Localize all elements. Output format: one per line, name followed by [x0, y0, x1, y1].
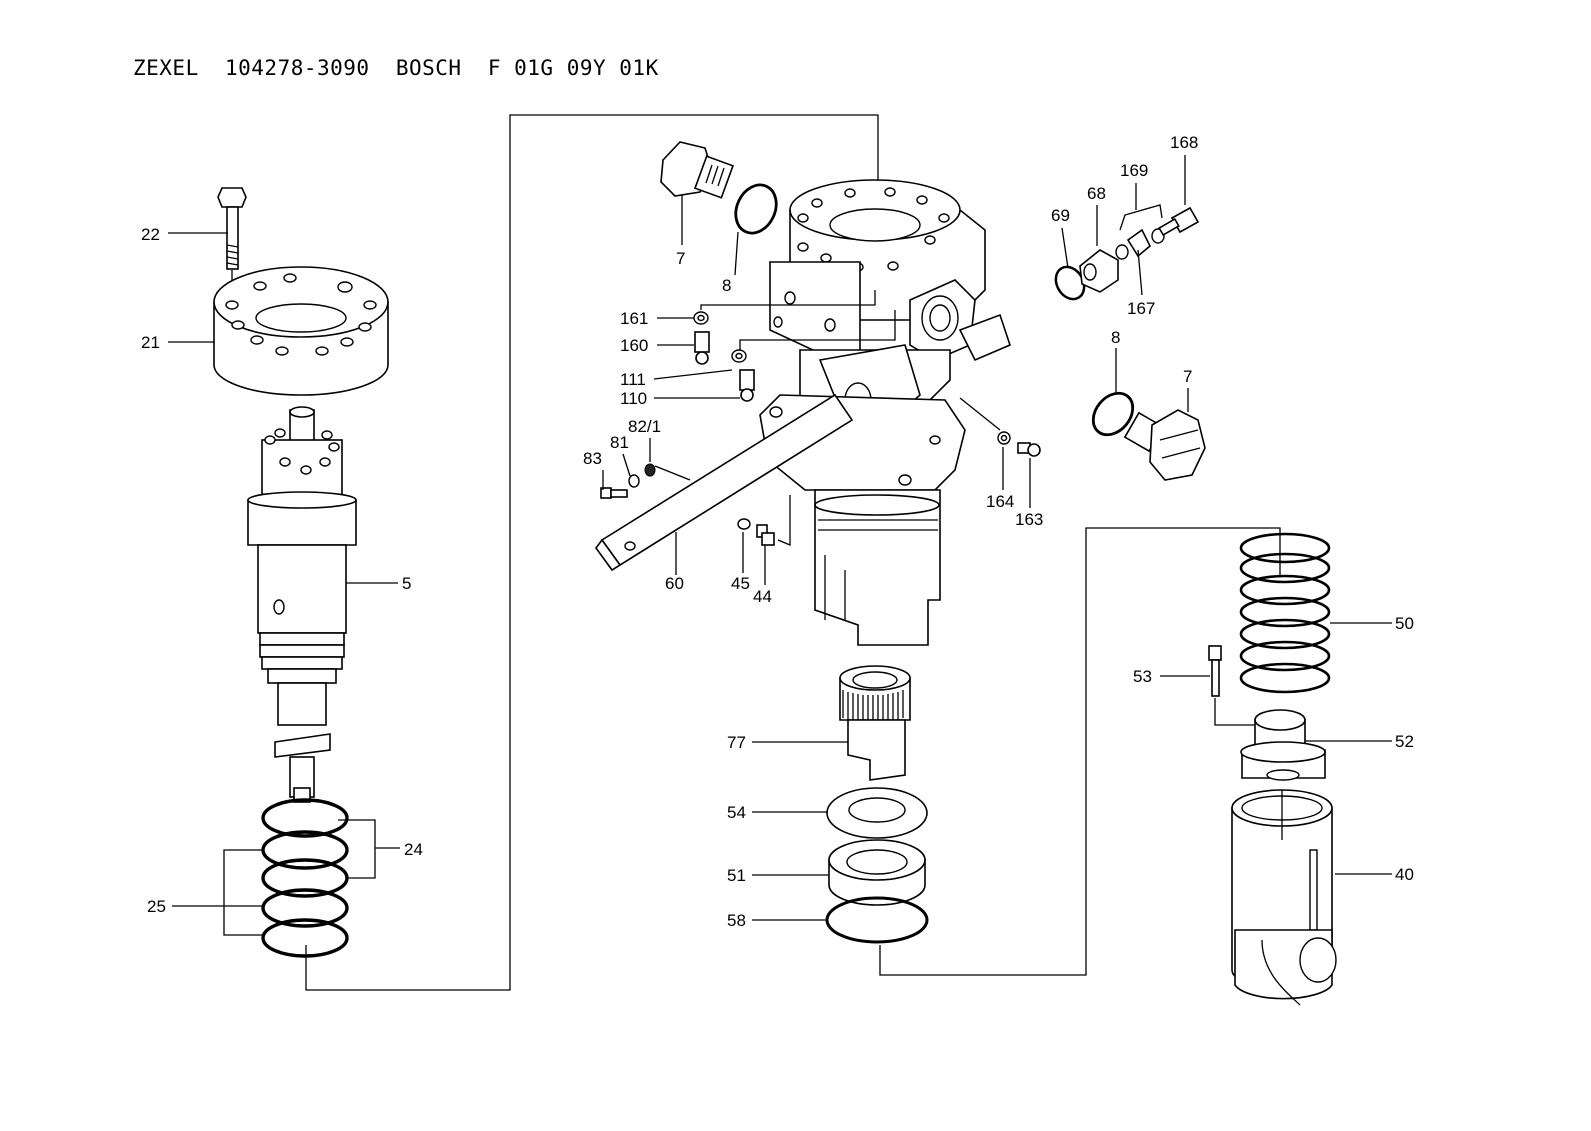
- control-rack-part-60: [595, 393, 854, 572]
- callout-7-lower: 7: [1183, 367, 1192, 386]
- callout-160: 160: [620, 336, 648, 355]
- callout-8-lower: 8: [1111, 328, 1120, 347]
- assembly-connector-lines: [305, 114, 1281, 991]
- callout-77: 77: [727, 733, 746, 752]
- tappet-part-40: [1231, 789, 1337, 1006]
- callout-51: 51: [727, 866, 746, 885]
- callout-5: 5: [402, 574, 411, 593]
- callout-52: 52: [1395, 732, 1414, 751]
- callout-24: 24: [404, 840, 423, 859]
- callout-50: 50: [1395, 614, 1414, 633]
- callout-40: 40: [1395, 865, 1414, 884]
- bolt-part-53: [1208, 645, 1268, 726]
- callout-169: 169: [1120, 161, 1148, 180]
- callout-161: 161: [620, 309, 648, 328]
- callout-44: 44: [753, 587, 772, 606]
- callout-25: 25: [147, 897, 166, 916]
- callout-22: 22: [141, 225, 160, 244]
- flange-part-21: [213, 266, 389, 396]
- callout-69: 69: [1051, 206, 1070, 225]
- screws-164-163: [959, 397, 1041, 457]
- page-title: ZEXEL 104278-3090 BOSCH F 01G 09Y 01K: [133, 56, 659, 80]
- callout-81: 81: [610, 433, 629, 452]
- plug-part-7-upper: [660, 141, 734, 199]
- barrel-part-5: [247, 406, 357, 803]
- callout-54: 54: [727, 803, 746, 822]
- callout-58: 58: [727, 911, 746, 930]
- callout-163: 163: [1015, 510, 1043, 529]
- screws-83-81-82-1: [600, 463, 691, 499]
- spring-part-50: [1239, 532, 1331, 694]
- screws-161-160-111-110: [693, 290, 896, 402]
- bolt-part-22: [217, 187, 247, 290]
- callout-7-upper: 7: [676, 249, 685, 268]
- plug-part-7-lower: [1123, 409, 1206, 481]
- callout-45: 45: [731, 574, 750, 593]
- callout-labels: 22 21 5 24 25 7 8 161 160 111 110 83 81 …: [141, 133, 1414, 930]
- callout-110: 110: [620, 389, 647, 408]
- callout-83: 83: [583, 449, 602, 468]
- spring-seat-part-52: [1240, 709, 1326, 781]
- spring-seat-part-51: [828, 839, 926, 906]
- callout-111: 111: [620, 370, 646, 389]
- callout-82-1: 82/1: [628, 417, 661, 436]
- leader-lines: [168, 155, 1392, 936]
- o-ring-part-8-upper: [734, 183, 778, 235]
- o-ring-part-8-lower: [1091, 391, 1135, 437]
- callout-21: 21: [141, 333, 160, 352]
- o-ring-set-24-25: [261, 798, 349, 958]
- callout-168: 168: [1170, 133, 1198, 152]
- screws-45-44: [737, 495, 791, 546]
- callout-68: 68: [1087, 184, 1106, 203]
- callout-53: 53: [1133, 667, 1152, 686]
- pump-housing: [759, 179, 1011, 646]
- callout-167: 167: [1127, 299, 1155, 318]
- callout-8-upper: 8: [722, 276, 731, 295]
- control-sleeve-part-77: [839, 665, 911, 781]
- valve-parts-69-68-169-167-168: [1054, 204, 1200, 301]
- callout-60: 60: [665, 574, 684, 593]
- washer-part-54: [826, 787, 928, 839]
- callout-164: 164: [986, 492, 1014, 511]
